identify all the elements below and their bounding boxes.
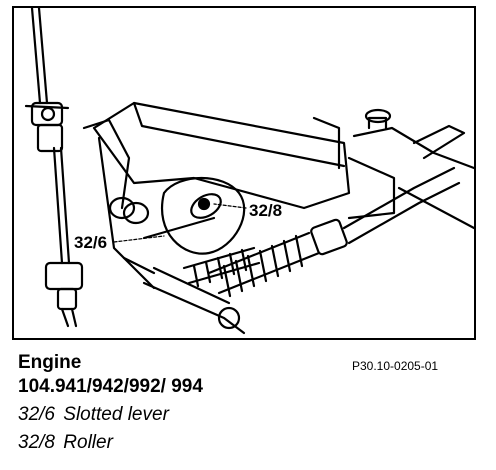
callout-leaders	[113, 203, 247, 243]
lower-link-arm	[122, 256, 246, 335]
legend-label: Roller	[63, 432, 113, 453]
linkage-illustration: 32/8 32/6	[12, 6, 476, 340]
figure-reference: P30.10-0205-01	[352, 359, 439, 373]
callout-roller: 32/8	[249, 201, 282, 220]
engine-block	[352, 108, 474, 230]
legend-code: 32/8	[18, 432, 55, 453]
legend-item-roller: 32/8 Roller	[18, 432, 113, 454]
legend-code: 32/6	[18, 404, 55, 425]
vertical-rod	[30, 8, 71, 265]
slotted-lever	[142, 176, 246, 255]
callout-slotted-lever: 32/6	[74, 233, 107, 252]
upper-rod-joint	[24, 101, 70, 153]
roller	[108, 196, 211, 225]
linkage-drawing: 32/8 32/6	[24, 8, 474, 335]
caption-heading: Engine	[18, 352, 82, 373]
lower-rod-joint	[44, 261, 84, 328]
bracket-frame	[82, 101, 396, 290]
spring-assembly	[182, 166, 461, 298]
engine-numbers: 104.941/942/992/ 994	[18, 376, 203, 397]
legend-item-slotted-lever: 32/6 Slotted lever	[18, 404, 169, 426]
legend-label: Slotted lever	[63, 404, 169, 425]
